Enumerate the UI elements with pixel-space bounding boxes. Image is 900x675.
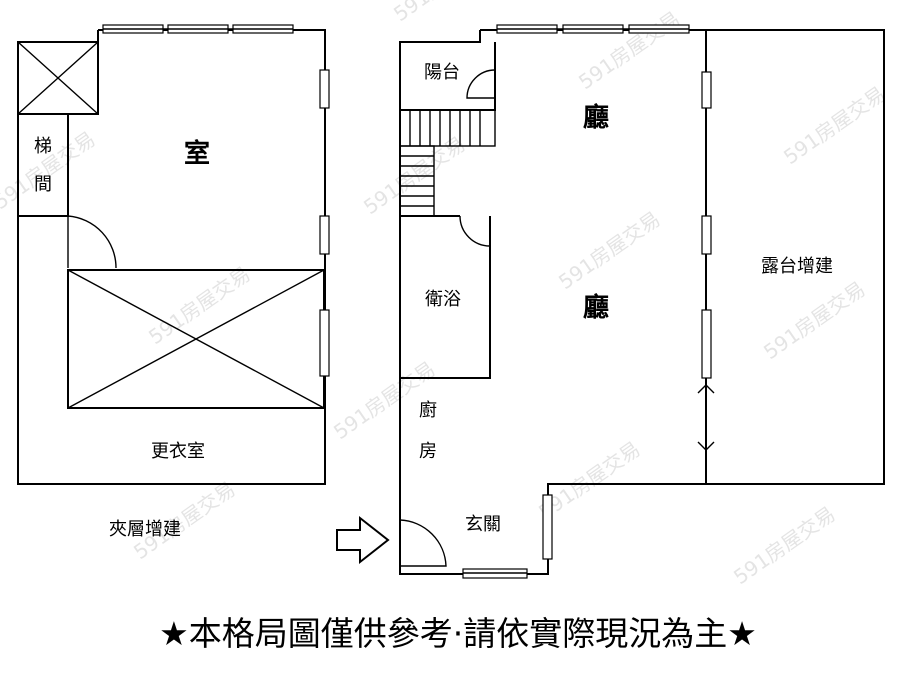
- watermark: 591房屋交易: [144, 262, 255, 349]
- watermark: 591房屋交易: [554, 207, 665, 294]
- window: [542, 494, 553, 560]
- mezzanine-title: 夾層增建: [109, 519, 181, 540]
- window: [701, 215, 712, 255]
- disclaimer-caption: ★本格局圖僅供參考·請依實際現況為主★: [159, 614, 757, 653]
- left-plan: 室 梯 間 更衣室 夾層增建: [17, 24, 330, 540]
- living-room-label-upper: 廳: [583, 102, 609, 133]
- window: [701, 71, 712, 109]
- window: [319, 69, 330, 109]
- kitchen-label-bottom: 房: [419, 441, 437, 462]
- door-swing: [67, 215, 117, 269]
- stair-label-bottom: 間: [34, 174, 52, 195]
- watermark: 591房屋交易: [759, 277, 870, 364]
- staircase: [399, 109, 496, 217]
- sliding-door-arrow-icon: [697, 384, 715, 451]
- watermark: 591房屋交易: [729, 502, 840, 589]
- room-label: 室: [184, 138, 210, 169]
- right-outer-wall: [399, 29, 885, 575]
- bath-door: [459, 215, 491, 247]
- window: [319, 309, 330, 377]
- bath-wall: [400, 216, 491, 379]
- kitchen-label-top: 廚: [419, 399, 437, 421]
- entrance-label: 玄關: [465, 514, 501, 535]
- stair-label-top: 梯: [34, 136, 52, 157]
- balcony-door: [466, 69, 496, 99]
- entrance-arrow-icon: [336, 515, 390, 565]
- window: [319, 215, 330, 255]
- bathroom-label: 衛浴: [425, 289, 461, 310]
- living-room-label-lower: 廳: [583, 292, 609, 323]
- closet-label: 更衣室: [151, 441, 205, 462]
- entrance-door: [399, 519, 447, 567]
- watermark: 591房屋交易: [389, 0, 500, 26]
- right-plan: 陽台 廳 廳 衛浴 廚 房 玄關 露台增建: [399, 24, 885, 579]
- balcony-label: 陽台: [424, 62, 460, 83]
- open-void-cross: [67, 269, 325, 409]
- watermark: 591房屋交易: [574, 7, 685, 94]
- watermark: 591房屋交易: [779, 82, 890, 169]
- void-box-cross: [17, 41, 99, 115]
- terrace-label: 露台增建: [761, 256, 833, 277]
- stair-wall: [18, 113, 69, 217]
- left-outer-wall: [17, 29, 326, 485]
- window: [701, 309, 712, 379]
